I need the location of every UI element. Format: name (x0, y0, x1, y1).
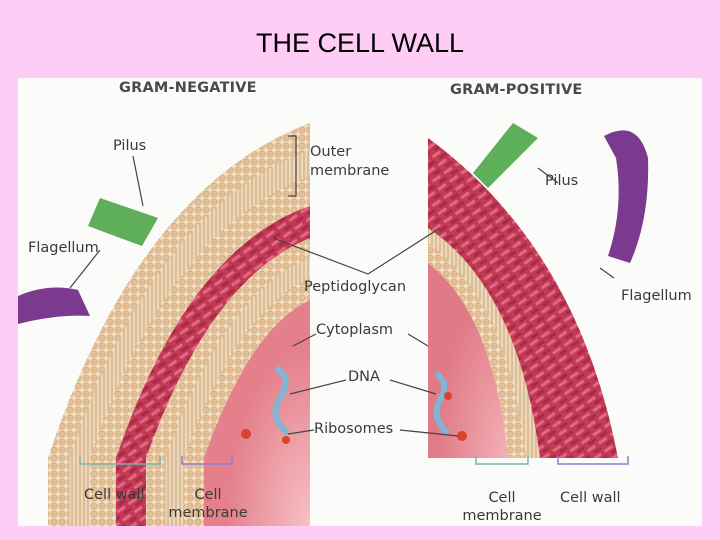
label-cytoplasm: Cytoplasm (316, 322, 394, 338)
dna-right-shape (433, 370, 451, 436)
label-pilus-left: Pilus (113, 138, 147, 154)
label-cell-wall-right: Cell wall (560, 490, 621, 506)
gram-positive-cell (428, 138, 618, 458)
label-dna: DNA (348, 369, 380, 385)
leader-lines (69, 155, 615, 437)
cell-wall-figure: GRAM-NEGATIVE GRAM-POSITIVE Pilus Outer … (18, 78, 702, 526)
flagellum-right-shape (604, 130, 649, 263)
cell-wall-diagram (18, 123, 649, 526)
cell-wall-left-bracket (79, 456, 161, 465)
label-flagellum-left: Flagellum (28, 240, 99, 256)
label-ribosomes: Ribosomes (314, 421, 394, 437)
label-cell-membrane-right-line2: membrane (462, 508, 542, 524)
cell-membrane-left-bracket (181, 456, 233, 465)
ribosome-left-1 (241, 429, 251, 439)
ribosome-right-1 (457, 431, 467, 441)
cell-membrane-right-bracket (475, 456, 529, 465)
pilus-left-shape (88, 198, 158, 246)
cell-wall-right-bracket (557, 456, 629, 465)
label-cell-membrane-right-line1: Cell (488, 490, 516, 506)
label-cell-wall-left: Cell wall (84, 487, 145, 503)
gram-negative-cell (48, 123, 310, 526)
label-peptidoglycan: Peptidoglycan (304, 279, 407, 295)
slide-title: THE CELL WALL (255, 28, 465, 58)
label-outer-membrane-line2: membrane (310, 163, 390, 179)
label-pilus-right: Pilus (545, 173, 579, 189)
label-cell-membrane-left-line1: Cell (194, 487, 222, 503)
label-cell-membrane-left-line2: membrane (168, 505, 248, 521)
pilus-right-shape (473, 123, 538, 188)
label-flagellum-right: Flagellum (621, 288, 692, 304)
label-outer-membrane-line1: Outer (310, 144, 352, 160)
header-gram-negative: GRAM-NEGATIVE (119, 80, 257, 96)
header-gram-positive: GRAM-POSITIVE (450, 82, 583, 98)
ribosome-right-2 (444, 392, 452, 400)
outer-membrane-bracket (288, 135, 297, 197)
flagellum-left-shape (18, 287, 90, 324)
dna-left-shape (272, 365, 290, 436)
ribosome-left-2 (282, 436, 290, 444)
